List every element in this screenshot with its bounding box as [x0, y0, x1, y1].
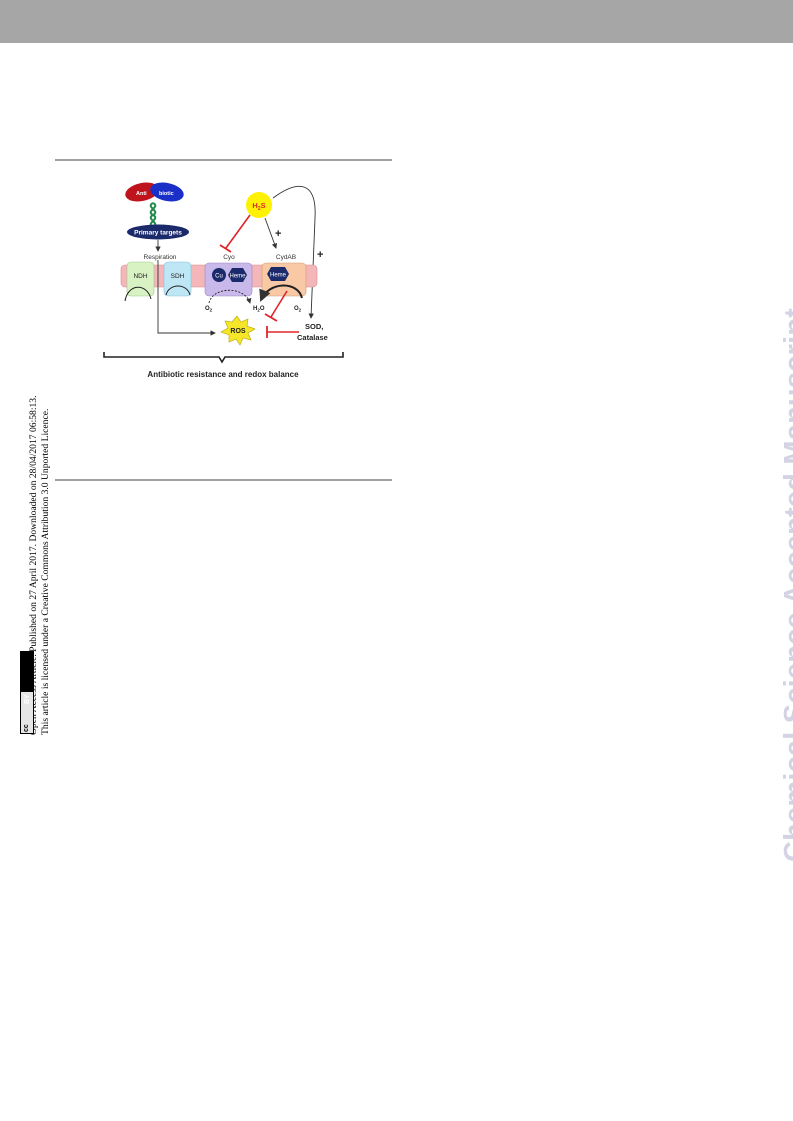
header-bar [0, 0, 793, 43]
figure-bottom-rule [55, 479, 392, 481]
ros-burst [220, 315, 256, 346]
cyo-label: Cyo [223, 254, 235, 261]
h2s-label: H2S [252, 201, 265, 212]
cc-by-badge[interactable]: cc BY [20, 651, 34, 734]
o2-left-label: O2 [205, 306, 213, 313]
heme-cyo [228, 268, 247, 282]
figure-caption: Antibiotic resistance and redox balance [147, 370, 299, 379]
biotic-half [150, 182, 184, 202]
heme-cyo-label: Heme [229, 274, 246, 280]
brace [103, 352, 344, 364]
figure-top-rule [55, 159, 392, 161]
accepted-manuscript-watermark: Chemical Science Accepted Manuscript [779, 307, 793, 862]
respiration-label: Respiration [144, 254, 177, 261]
cyo-complex [204, 262, 253, 297]
primary-targets-label: Primary targets [134, 230, 182, 237]
antibiotic-capsule: Anti biotic [125, 182, 184, 202]
primary-targets-oval [127, 224, 189, 240]
figure: Anti biotic Primary targets Respiration … [95, 178, 355, 393]
license-line-2: This article is licensed under a Creativ… [40, 408, 51, 735]
h2o-label: H2O [253, 306, 265, 313]
ndh-complex [126, 261, 155, 297]
cu-center [212, 268, 226, 282]
sdh-label: SDH [171, 273, 185, 280]
by-icon: BY [24, 694, 31, 704]
biotic-label: biotic [159, 191, 174, 197]
respiration-diagram: Anti biotic Primary targets Respiration … [103, 182, 344, 379]
heme-cydab [267, 267, 289, 281]
cu-label: Cu [215, 274, 223, 280]
ros-label: ROS [230, 328, 246, 335]
o2-right-label: O2 [294, 306, 302, 313]
plus-sod: + [317, 249, 323, 261]
heme-cydab-label: Heme [270, 273, 287, 279]
plus-cydab: + [275, 228, 281, 240]
h2s-circle [246, 192, 272, 218]
cydab-label: CydAB [276, 254, 296, 261]
dna-icon [149, 202, 157, 228]
ndh-label: NDH [133, 273, 147, 280]
anti-half [125, 182, 159, 202]
sod-label: SOD, [305, 322, 323, 331]
cc-icon: cc [23, 724, 30, 732]
anti-label: Anti [136, 191, 147, 197]
catalase-label: Catalase [297, 333, 328, 342]
